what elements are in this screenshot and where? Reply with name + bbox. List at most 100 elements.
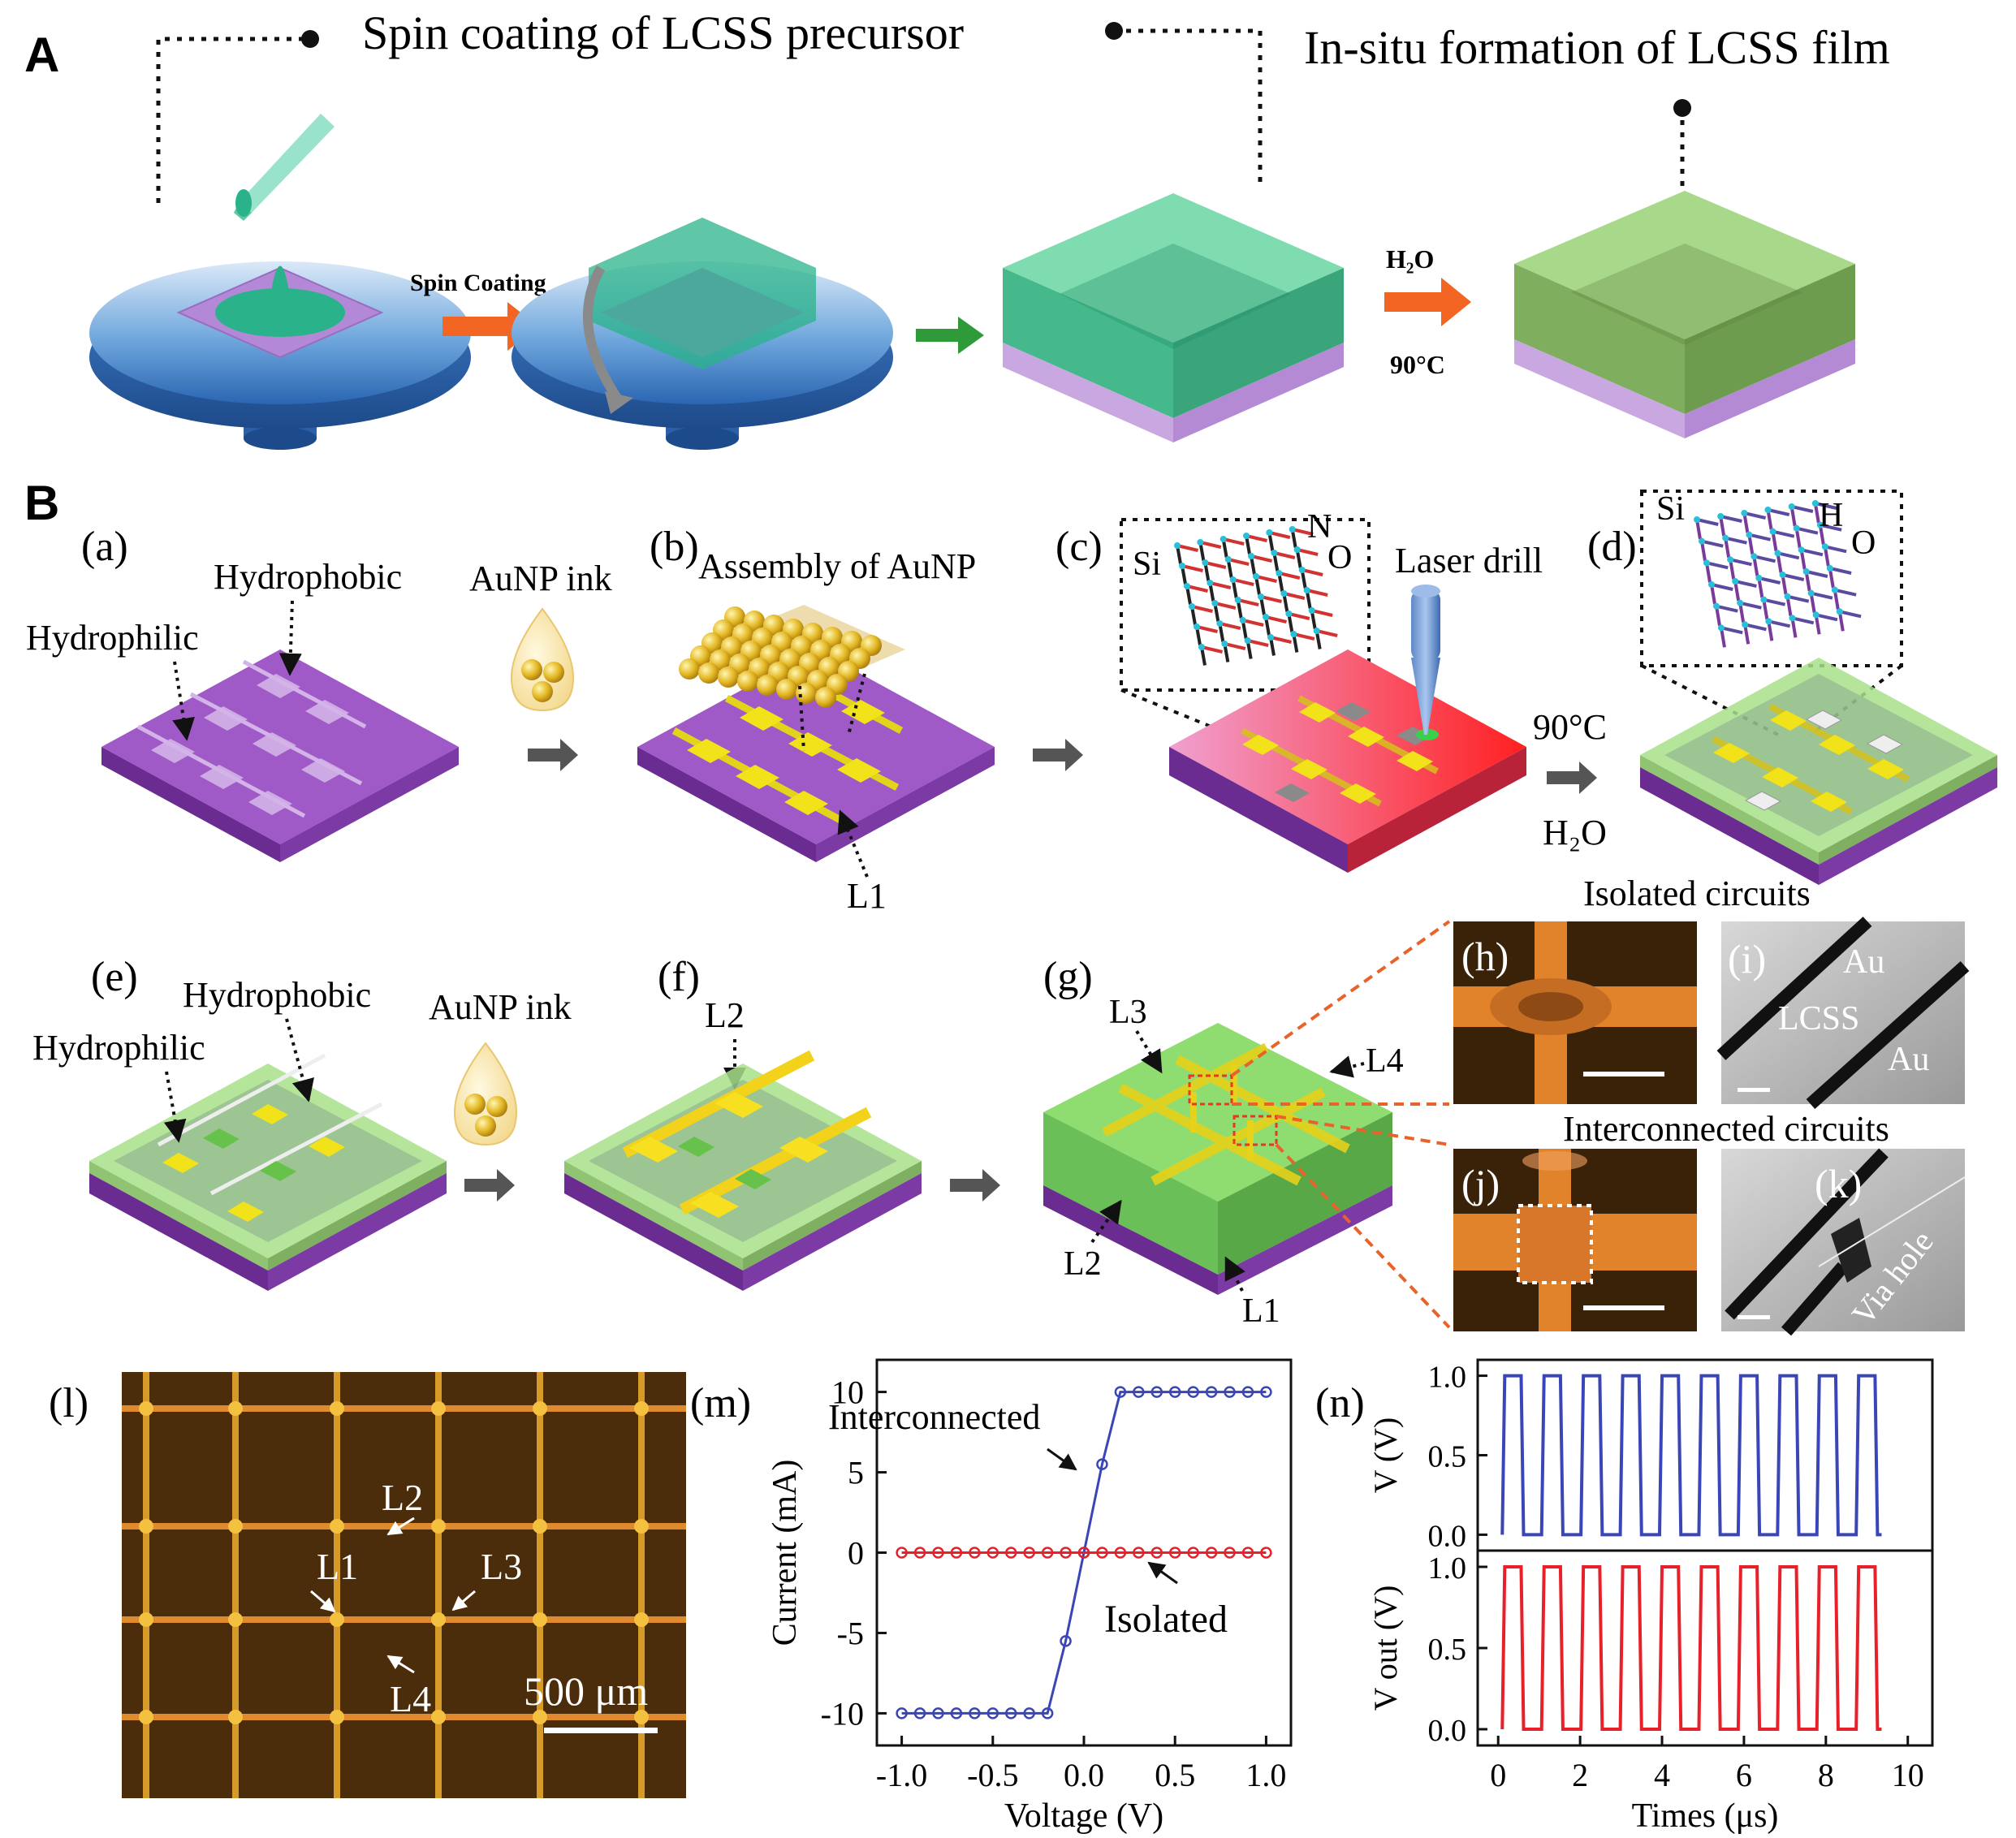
- au-nanoparticle: [757, 675, 778, 696]
- lattice-bond: [1829, 567, 1852, 575]
- au-nanoparticle: [776, 679, 797, 700]
- tag-d: (d): [1587, 524, 1637, 570]
- x-tick-label: 10: [1892, 1757, 1924, 1793]
- lattice-atom: [1741, 510, 1748, 516]
- label-l1-g: L1: [1242, 1292, 1280, 1330]
- lattice-atom: [1779, 572, 1786, 578]
- data-point: [969, 1547, 981, 1559]
- data-point: [1004, 1707, 1017, 1719]
- lattice-atom: [1243, 533, 1250, 539]
- panel-a-label: A: [24, 28, 59, 82]
- orange-arrow-2: [1384, 278, 1471, 326]
- lattice-bond: [1834, 588, 1857, 597]
- y-tick-label: 0.0: [1428, 1519, 1467, 1553]
- grid-node: [139, 1519, 153, 1534]
- lattice-bond: [1283, 592, 1306, 600]
- substrate-d: [1640, 658, 1997, 885]
- laser-drill-tool: [1411, 585, 1440, 735]
- lattice-bond: [1247, 639, 1269, 647]
- lattice-atom: [1774, 550, 1781, 557]
- lattice-atom: [1207, 580, 1214, 586]
- label-lcss: LCSS: [1778, 1000, 1859, 1038]
- tag-n: (n): [1315, 1380, 1365, 1426]
- data-point: [986, 1707, 999, 1719]
- spin-coater-1: [89, 114, 471, 450]
- lattice-bond: [1214, 602, 1237, 610]
- data-point: [1133, 1386, 1145, 1398]
- spin-coater-2: [512, 218, 893, 450]
- lattice-bond: [1696, 518, 1719, 526]
- lattice-atom: [1788, 503, 1795, 510]
- panel-a-title-spin: Spin coating of LCSS precursor: [362, 6, 964, 59]
- lattice-atom: [1742, 621, 1749, 628]
- tag-i: (i): [1728, 936, 1766, 982]
- lattice-bond: [1232, 578, 1254, 586]
- x-tick-label: 8: [1818, 1757, 1834, 1793]
- lattice-atom: [1289, 526, 1296, 533]
- lattice-bond: [1228, 558, 1250, 566]
- label-ink-2: AuNP ink: [429, 987, 572, 1027]
- grid-node: [431, 1612, 446, 1627]
- x-tick-label: 0.5: [1155, 1757, 1195, 1793]
- lattice-atom: [1189, 603, 1195, 610]
- data-point: [1168, 1547, 1181, 1559]
- grid-node: [533, 1401, 547, 1416]
- lattice-bond: [1720, 515, 1742, 523]
- grid-node: [139, 1401, 153, 1416]
- lattice-bond: [1316, 629, 1338, 637]
- arrow-h2o-label: H₂O: [1386, 244, 1434, 274]
- grid-node: [330, 1612, 344, 1627]
- lattice-atom: [1708, 581, 1715, 588]
- x-tick-label: 2: [1572, 1757, 1588, 1793]
- annotation-interconnected: Interconnected: [828, 1397, 1040, 1437]
- lattice-bond: [1813, 503, 1820, 524]
- lattice-bond: [1700, 541, 1707, 561]
- au-nanoparticle: [718, 667, 739, 688]
- label-au-bottom: Au: [1888, 1041, 1929, 1078]
- lattice-atom: [1802, 568, 1810, 575]
- lattice-bond: [1710, 584, 1716, 605]
- lattice-atom: [1737, 599, 1744, 606]
- panel-b: B (a) Hydrophobic Hydrophilic: [24, 476, 1997, 1835]
- green-arrow: [916, 317, 984, 354]
- precursor-block: [1003, 193, 1344, 442]
- data-point: [1241, 1386, 1254, 1398]
- lattice-bond: [1237, 598, 1259, 606]
- pointer-l2-g: [1090, 1199, 1122, 1244]
- lattice-bond: [1255, 575, 1277, 583]
- label-au-top: Au: [1843, 943, 1884, 981]
- lattice-bond: [1815, 613, 1838, 622]
- pointer-hydrophilic-e: [163, 1071, 187, 1143]
- tag-a: (a): [81, 524, 128, 570]
- multilayer-block-g: [1043, 1023, 1392, 1295]
- lattice-bond: [1772, 529, 1795, 538]
- grid-node: [431, 1519, 446, 1534]
- grid-node: [634, 1401, 649, 1416]
- lattice-atom: [1271, 550, 1278, 556]
- lattice-bond: [1720, 626, 1743, 635]
- dotted-bracket-left: [156, 37, 310, 203]
- lattice-bond: [1293, 632, 1315, 641]
- lattice-structure-d: [1694, 500, 1862, 648]
- au-nanoparticle: [737, 671, 758, 692]
- lattice-bond: [1823, 546, 1830, 567]
- grid-node: [533, 1612, 547, 1627]
- grid-node: [330, 1710, 344, 1724]
- lattice-bond: [1806, 570, 1828, 578]
- data-point: [1096, 1547, 1108, 1559]
- lattice-atom: [1755, 575, 1763, 581]
- lattice-bond: [1747, 534, 1755, 554]
- conductive-grid-l: [122, 1372, 686, 1798]
- data-point: [932, 1707, 944, 1719]
- lattice-atom: [1211, 600, 1219, 606]
- label-hydrophobic-a: Hydrophobic: [214, 557, 402, 597]
- lattice-bond: [1260, 595, 1282, 603]
- lattice-bond: [1796, 526, 1819, 535]
- panel-a-title-insitu: In-situ formation of LCSS film: [1304, 21, 1890, 74]
- substrate-b: [637, 649, 995, 862]
- lattice-bond: [1791, 505, 1814, 513]
- grid-node: [139, 1710, 153, 1724]
- data-point: [969, 1707, 981, 1719]
